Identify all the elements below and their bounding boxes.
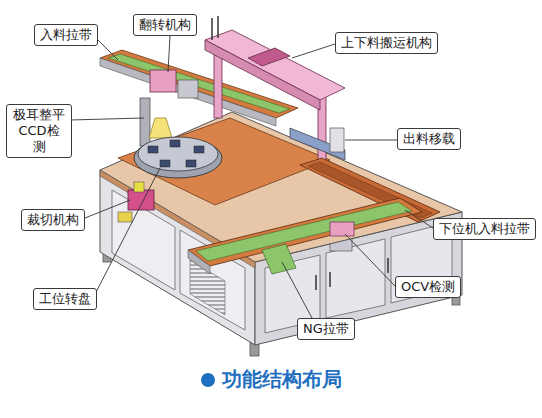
callout-box: 入料拉带 [34, 24, 98, 46]
figure-caption: 功能结构布局 [222, 366, 342, 393]
part-label: 裁切机构 [27, 212, 79, 227]
part-label: 出料移载 [403, 131, 455, 146]
part-label: 入料拉带 [40, 27, 92, 42]
callout-box: NG拉带 [297, 318, 355, 340]
callout-box: 裁切机构 [21, 209, 85, 231]
callout-box: 下位机入料拉带 [433, 218, 536, 240]
callout-box: 工位转盘 [33, 288, 97, 310]
callout-box: 上下料搬运机构 [335, 32, 438, 54]
part-label: 翻转机构 [139, 17, 191, 32]
bullet-dot [200, 372, 216, 388]
callout-box: 极耳整平 CCD检测 [6, 104, 72, 158]
callout-box: OCV检测 [395, 276, 461, 298]
part-label: 上下料搬运机构 [341, 35, 432, 50]
part-label: 工位转盘 [39, 291, 91, 306]
part-label: OCV检测 [401, 279, 455, 294]
part-label: 下位机入料拉带 [439, 221, 530, 236]
caption-row: 功能结构布局 [0, 366, 542, 393]
part-label: NG拉带 [303, 321, 349, 336]
part-label: 极耳整平 CCD检测 [13, 107, 65, 154]
callout-box: 出料移载 [397, 128, 461, 150]
callout-box: 翻转机构 [133, 14, 197, 36]
